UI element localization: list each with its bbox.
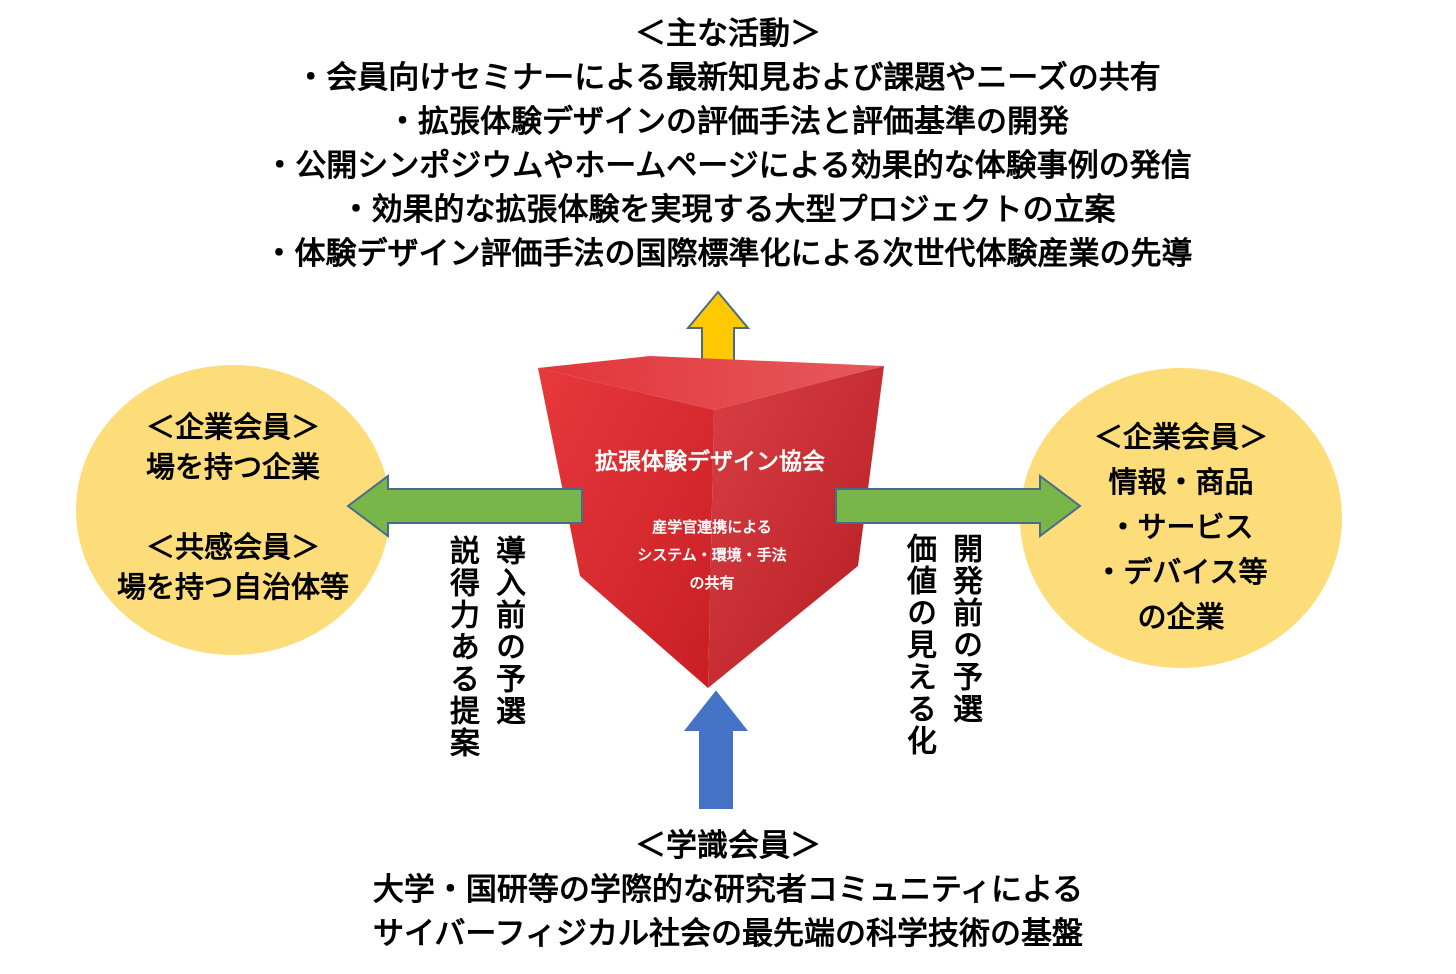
right-member-circle xyxy=(1020,368,1342,668)
cube-title: 拡張体験デザイン協会 xyxy=(595,448,825,475)
left-vertical-text: 導入前の予選 説得力ある提案 xyxy=(438,535,530,759)
right-corporate-line: ・サービス xyxy=(1108,510,1254,544)
supporting-member-heading: ＜共感会員＞ xyxy=(145,530,320,564)
cube-description-line: の共有 xyxy=(689,574,734,592)
activity-item: ・拡張体験デザインの評価手法と評価基準の開発 xyxy=(387,104,1069,140)
academic-block: ＜学識会員＞ 大学・国研等の学際的な研究者コミュニティによる サイバーフィジカル… xyxy=(0,824,1456,956)
corporate-member-text: 場を持つ企業 xyxy=(145,450,320,484)
right-circle-text: ＜企業会員＞ 情報・商品 ・サービス ・デバイス等 の企業 xyxy=(1020,415,1342,640)
academic-line: サイバーフィジカル社会の最先端の科学技術の基盤 xyxy=(373,916,1083,952)
left-arrow xyxy=(346,474,583,538)
supporting-member-text: 場を持つ自治体等 xyxy=(116,570,349,604)
left-vertical-col: 説得力ある提案 xyxy=(444,535,479,759)
cube-description-line: 産学官連携による xyxy=(652,518,772,536)
activity-item: ・体験デザイン評価手法の国際標準化による次世代体験産業の先導 xyxy=(263,236,1193,272)
activity-item: ・会員向けセミナーによる最新知見および課題やニーズの共有 xyxy=(295,60,1161,96)
academic-heading: ＜学識会員＞ xyxy=(635,828,821,864)
right-vertical-col: 価値の見える化 xyxy=(901,533,936,757)
academic-line: 大学・国研等の学際的な研究者コミュニティによる xyxy=(372,872,1084,908)
right-corporate-line: の企業 xyxy=(1137,600,1225,634)
activity-item: ・公開シンポジウムやホームページによる効果的な体験事例の発信 xyxy=(264,148,1192,184)
left-vertical-col: 導入前の予選 xyxy=(490,535,525,727)
cube-description-line: システム・環境・手法 xyxy=(637,546,787,564)
activities-block: ＜主な活動＞ ・会員向けセミナーによる最新知見および課題やニーズの共有 ・拡張体… xyxy=(0,12,1456,276)
right-corporate-line: ・デバイス等 xyxy=(1094,555,1268,589)
activity-item: ・効果的な拡張体験を実現する大型プロジェクトの立案 xyxy=(340,192,1116,228)
right-vertical-text: 開発前の予選 価値の見える化 xyxy=(895,533,987,757)
right-arrow xyxy=(835,474,1082,538)
activities-heading: ＜主な活動＞ xyxy=(635,16,821,52)
right-corporate-line: 情報・商品 xyxy=(1108,465,1254,499)
left-member-circle xyxy=(76,365,390,655)
bottom-up-arrow xyxy=(683,690,749,809)
left-circle-text: ＜企業会員＞ 場を持つ企業 ＜共感会員＞ 場を持つ自治体等 xyxy=(76,407,390,607)
right-corporate-heading: ＜企業会員＞ xyxy=(1093,420,1268,454)
association-cube xyxy=(538,356,884,688)
right-vertical-col: 開発前の予選 xyxy=(947,533,982,725)
corporate-member-heading: ＜企業会員＞ xyxy=(145,410,320,444)
